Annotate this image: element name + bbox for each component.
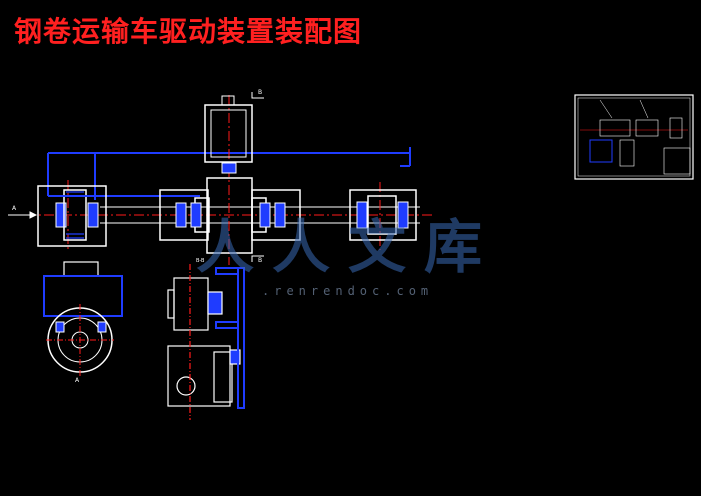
view-arrow-a [8, 211, 38, 219]
page-title: 钢卷运输车驱动装置装配图 [14, 15, 363, 48]
couplings [55, 201, 409, 229]
wheel-housing-right [349, 189, 417, 241]
wheel-housing-left [37, 185, 107, 247]
watermark-brand: 人人文库 [196, 213, 501, 281]
view-a-wheel [43, 261, 123, 376]
watermark-url: .renrendoc.com [262, 284, 434, 298]
gearbox [159, 177, 301, 254]
section-marker-bottom-label: B [258, 257, 262, 264]
section-marker-bottom [251, 255, 264, 262]
motor-top [204, 95, 253, 174]
section-marker-top-label: B [258, 89, 262, 96]
thumbnail-preview [574, 94, 694, 180]
section-bb-hatch [215, 267, 245, 409]
section-marker-top [251, 92, 264, 99]
view-a-label: A [75, 377, 80, 384]
arrow-a-label: A [12, 205, 17, 212]
section-bb-label: B-B [196, 258, 205, 264]
section-bb-view [167, 264, 241, 420]
left-hatch [66, 191, 84, 239]
